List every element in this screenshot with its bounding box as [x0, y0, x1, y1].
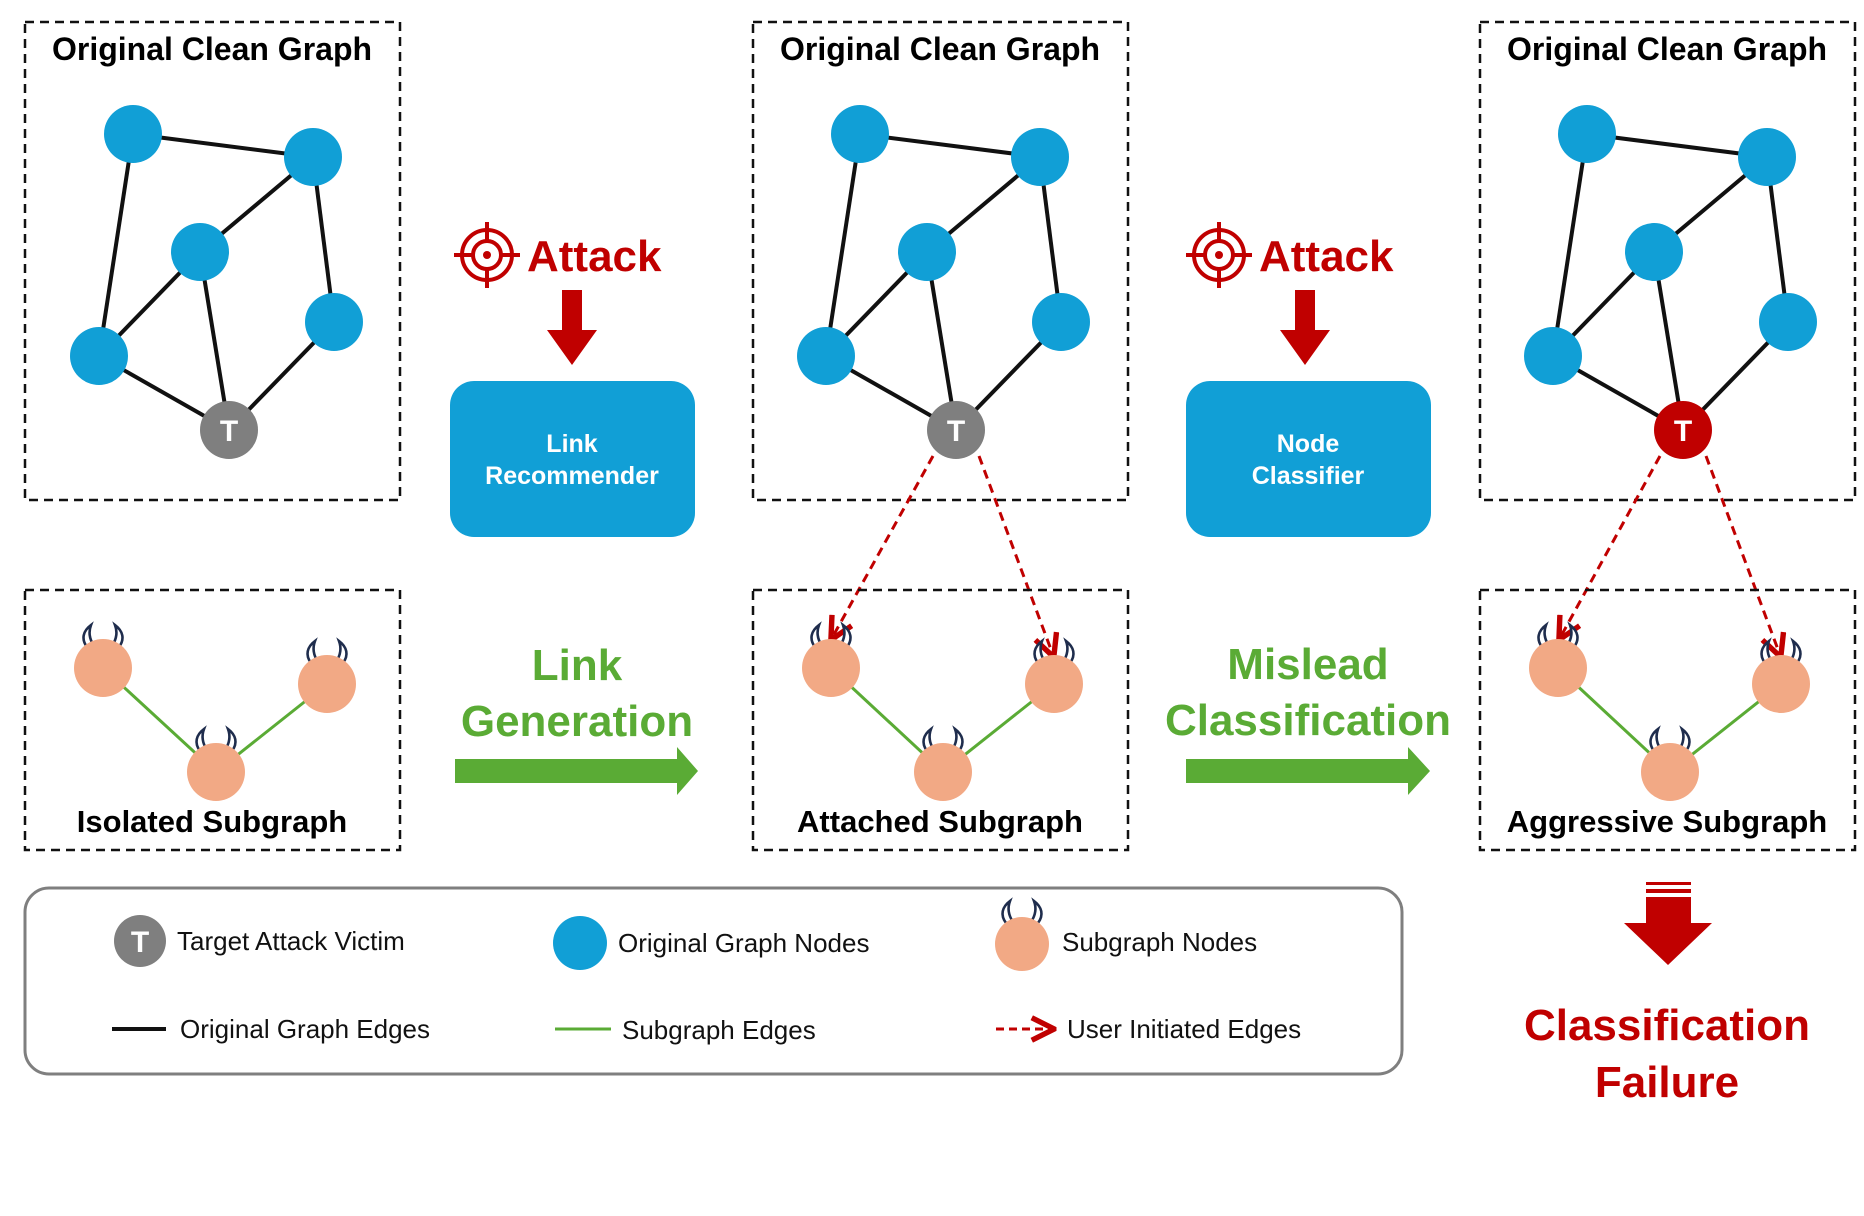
panel-3-graph-title: Original Clean Graph — [1507, 31, 1827, 67]
legend-original-node — [553, 916, 607, 970]
panel-3-graph-frame — [1478, 20, 1857, 502]
attack-arrow-down-2 — [1280, 290, 1330, 365]
result-arrow-stripe-1 — [1646, 882, 1691, 885]
result-line1: Classification — [1524, 1001, 1810, 1050]
link-generation-line1: Link — [532, 641, 623, 690]
panel-2-graph-title: Original Clean Graph — [780, 31, 1100, 67]
legend-original-edges-label: Original Graph Edges — [180, 1014, 430, 1044]
panel-1-subgraph-title: Isolated Subgraph — [77, 804, 347, 839]
legend-frame — [23, 886, 1404, 1076]
panel-1-subgraph-nodes — [74, 623, 356, 801]
mislead-classification-line1: Mislead — [1227, 640, 1388, 689]
panel-2-subgraph: Attached Subgraph — [751, 588, 1130, 852]
legend-subgraph-node — [995, 917, 1049, 971]
node-classifier-box — [1186, 381, 1431, 537]
panel-2-subgraph-title: Attached Subgraph — [797, 804, 1083, 839]
panel-3-user-edges — [1560, 455, 1780, 655]
legend-original-nodes-label: Original Graph Nodes — [618, 928, 869, 958]
panel-3-subgraph-frame — [1478, 588, 1857, 852]
legend-target-letter: T — [131, 926, 149, 959]
panel-3-target-letter: T — [1674, 415, 1692, 448]
node-classifier-line1: Node — [1277, 430, 1340, 458]
panel-1-subgraph: Isolated Subgraph — [23, 588, 402, 852]
link-generation-arrow — [455, 747, 698, 795]
attack-label-1: Attack — [527, 232, 662, 281]
legend-subgraph-edges-label: Subgraph Edges — [622, 1015, 816, 1045]
node-classifier-line2: Classifier — [1252, 462, 1365, 490]
link-recommender-box — [450, 381, 695, 537]
mislead-classification-line2: Classification — [1165, 696, 1451, 745]
result-arrow-down — [1624, 897, 1712, 965]
panel-2-subgraph-nodes — [802, 623, 1083, 801]
panel-1-original-nodes — [70, 105, 363, 385]
panel-2-target-letter: T — [947, 415, 965, 448]
link-recommender-line2: Recommender — [485, 462, 659, 490]
panel-2-original-nodes — [797, 105, 1090, 385]
panel-3-subgraph-title: Aggressive Subgraph — [1507, 804, 1827, 839]
panel-3-original-nodes — [1524, 105, 1817, 385]
panel-2-graph-frame — [751, 20, 1130, 502]
result-arrow-stripe-2 — [1646, 889, 1691, 893]
panel-1-subgraph-frame — [23, 588, 402, 852]
legend-subgraph-nodes-label: Subgraph Nodes — [1062, 927, 1257, 957]
attack-step-2: Attack Node Classifier Mislead Classific… — [1165, 222, 1451, 795]
classification-failure-result: Classification Failure — [1524, 882, 1810, 1107]
legend-target-node — [114, 915, 166, 967]
panel-2-subgraph-frame — [751, 588, 1130, 852]
panel-1-graph-frame — [23, 20, 402, 502]
panel-3-clean-graph: Original Clean Graph T — [1478, 20, 1857, 502]
panel-1-clean-graph: Original Clean Graph T — [23, 20, 402, 502]
panel-1-graph-title: Original Clean Graph — [52, 31, 372, 67]
link-recommender-line1: Link — [546, 430, 597, 458]
panel-2-user-edges — [832, 455, 1053, 655]
mislead-classification-arrow — [1186, 747, 1430, 795]
panel-3-target-node — [1654, 401, 1712, 459]
panel-1-target-node — [200, 401, 258, 459]
legend-target-label: Target Attack Victim — [177, 926, 405, 956]
legend-user-edges-label: User Initiated Edges — [1067, 1014, 1301, 1044]
panel-1-target-letter: T — [220, 415, 238, 448]
panel-3-subgraph-nodes — [1529, 623, 1810, 801]
panel-2-target-node — [927, 401, 985, 459]
legend: T Target Attack Victim Original Graph No… — [23, 886, 1404, 1076]
target-crosshair-icon-1 — [454, 222, 520, 288]
panel-3-subgraph: Aggressive Subgraph — [1478, 588, 1857, 852]
attack-step-1: Attack Link Recommender Link Generation — [450, 222, 698, 795]
panel-2-clean-graph: Original Clean Graph T — [751, 20, 1130, 502]
attack-arrow-down-1 — [547, 290, 597, 365]
attack-label-2: Attack — [1259, 232, 1394, 281]
target-crosshair-icon-2 — [1186, 222, 1252, 288]
result-line2: Failure — [1595, 1058, 1739, 1107]
link-generation-line2: Generation — [461, 697, 693, 746]
